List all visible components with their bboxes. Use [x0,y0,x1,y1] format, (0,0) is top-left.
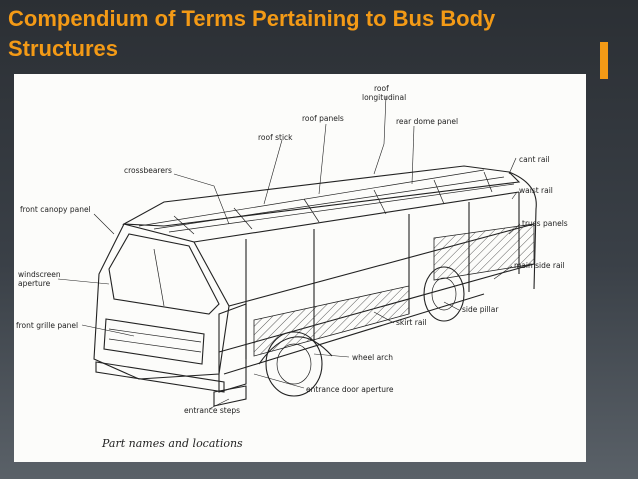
slide-title: Compendium of Terms Pertaining to Bus Bo… [8,6,496,61]
label-front-grille-panel: front grille panel [16,321,78,330]
label-truss-panels: truss panels [522,219,568,228]
label-side-pillar: side pillar [462,305,499,314]
bus-diagram-drawing: roof longitudinal roof panels rear dome … [16,84,568,450]
bus-diagram: roof longitudinal roof panels rear dome … [14,74,586,462]
label-entrance-steps: entrance steps [184,406,240,415]
label-roof-longitudinal-line1: roof [374,84,389,93]
label-entrance-door-aperture: entrance door aperture [306,385,394,394]
label-roof-stick: roof stick [258,133,293,142]
label-rear-dome-panel: rear dome panel [396,117,458,126]
label-crossbearers: crossbearers [124,166,172,175]
label-main-side-rail: main side rail [514,261,565,270]
label-cant-rail: cant rail [519,155,550,164]
part-labels: roof longitudinal roof panels rear dome … [16,84,568,450]
label-roof-panels: roof panels [302,114,344,123]
figure-caption: Part names and locations [101,437,243,450]
label-windscreen-aperture-line2: aperture [18,279,51,288]
leader-lines [57,95,521,410]
label-skirt-rail: skirt rail [396,318,427,327]
label-wheel-arch: wheel arch [352,353,393,362]
label-roof-longitudinal-line2: longitudinal [362,93,406,102]
label-windscreen-aperture-line1: windscreen [18,270,61,279]
label-waist-rail: waist rail [519,186,553,195]
title-accent-bar [600,42,608,79]
label-front-canopy-panel: front canopy panel [20,205,91,214]
bus-frame-drawing [93,165,537,407]
